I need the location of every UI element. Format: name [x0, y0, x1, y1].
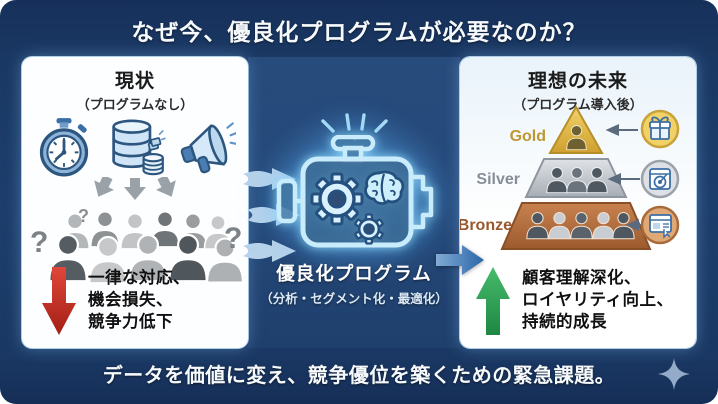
megaphone-icon — [180, 122, 236, 174]
page-title: なぜ今、優良化プログラムが必要なのか？ — [131, 19, 587, 45]
program-sublabel: （分析・セグメント化・最適化） — [260, 292, 448, 306]
gear-icon — [310, 172, 364, 226]
gear-icon — [354, 213, 384, 245]
loyalty-pyramid: Gold Silver Bronze — [458, 104, 680, 250]
current-state-subtitle: （プログラムなし） — [76, 97, 194, 112]
brain-icon — [364, 170, 405, 205]
tier-label-gold: Gold — [510, 128, 546, 145]
gift-icon — [640, 109, 680, 149]
spark-lines-icon — [321, 113, 388, 141]
up-arrow-icon — [476, 267, 510, 335]
tier-label-bronze: Bronze — [460, 217, 512, 234]
current-state-card: 現状 （プログラムなし） — [22, 57, 248, 348]
engine-gears-brain-icon — [276, 134, 434, 248]
ideal-future-subtitle: （プログラム導入後） — [513, 97, 643, 112]
question-mark: ? — [224, 222, 242, 255]
footer-message: データを価値に変え、競争優位を築くための緊急課題。 — [102, 365, 616, 387]
current-state-impact: 一律な対応、 機会損失、 競争力低下 — [22, 267, 248, 335]
current-state-impact-text: 一律な対応、 機会損失、 競争力低下 — [88, 269, 190, 331]
inflow-arrows — [243, 168, 300, 262]
program-name: 優良化プログラム — [276, 263, 432, 284]
crowd-silhouettes: ? ? ? — [30, 206, 244, 284]
down-arrow-icon — [42, 267, 76, 335]
loyalty-pyramid-wrap: Gold Silver Bronze — [458, 103, 696, 268]
sparkle-icon — [658, 358, 690, 390]
target-offer-icon — [640, 159, 680, 199]
program-engine-section: 優良化プログラム （分析・セグメント化・最適化） — [243, 57, 484, 348]
question-mark: ? — [30, 226, 48, 259]
database-icon — [112, 119, 166, 176]
stopwatch-icon — [39, 118, 89, 177]
content-page-icon — [640, 205, 680, 245]
ideal-future-card: 理想の未来 （プログラム導入後） — [458, 57, 696, 348]
outflow-arrow — [436, 245, 484, 275]
question-mark: ? — [78, 206, 89, 226]
fanout-arrows — [94, 174, 176, 200]
current-state-icons — [22, 113, 248, 177]
engine-icon-wrap — [269, 134, 439, 262]
program-label: 優良化プログラム （分析・セグメント化・最適化） — [248, 260, 460, 307]
ideal-future-impact: 顧客理解深化、 ロイヤリティ向上、 持続的成長 — [460, 267, 696, 335]
ideal-future-title: 理想の未来 — [527, 71, 628, 92]
ideal-future-impact-text: 顧客理解深化、 ロイヤリティ向上、 持続的成長 — [522, 269, 674, 331]
tier-label-silver: Silver — [476, 171, 520, 188]
current-state-title: 現状 — [114, 71, 155, 92]
